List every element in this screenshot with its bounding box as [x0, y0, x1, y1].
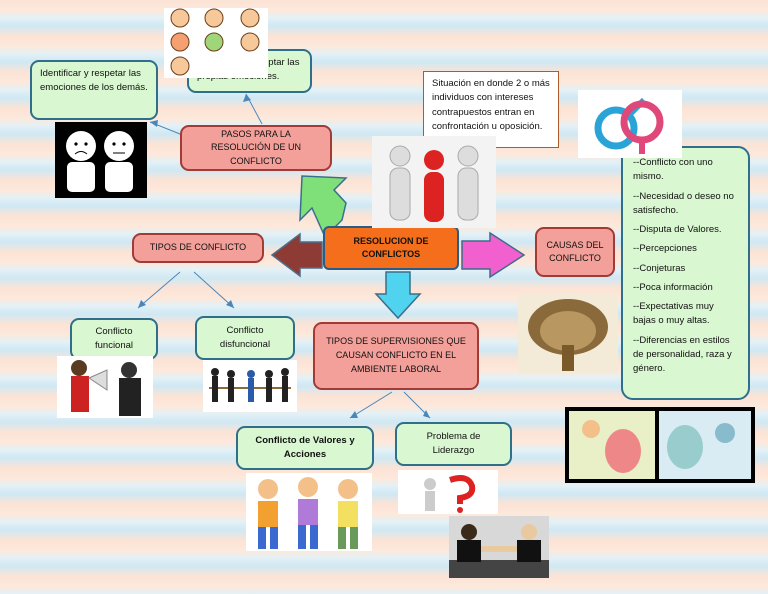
connector-types-dysfunctional: [193, 271, 235, 309]
arrow-pink-right: [461, 231, 526, 279]
worried-figures-image: [55, 122, 147, 198]
cause-item: --Necesidad o deseo no satisfecho.: [633, 190, 734, 216]
supervision-node: TIPOS DE SUPERVISIONES QUE CAUSAN CONFLI…: [313, 322, 479, 390]
central-title: RESOLUCION DE CONFLICTOS: [353, 235, 429, 260]
arrow-green-up-left: [299, 175, 348, 239]
connector-types-functional: [137, 271, 181, 309]
supervision-title: TIPOS DE SUPERVISIONES QUE CAUSAN CONFLI…: [326, 336, 466, 374]
causes-list-box: --Conflicto con uno mismo. --Necesidad o…: [621, 146, 750, 400]
cartoon-characters-image: [565, 407, 755, 483]
step-others-text: Identificar y respetar las emociones de …: [40, 68, 148, 94]
central-node: RESOLUCION DE CONFLICTOS: [323, 226, 459, 270]
steps-node: PASOS PARA LA RESOLUCIÓN DE UN CONFLICTO: [180, 125, 332, 171]
type-functional-box: Conflicto funcional: [70, 318, 158, 360]
question-figure-image: [398, 470, 498, 514]
megaphone-image: [57, 356, 153, 418]
supervision-values-box: Conflicto de Valores y Acciones: [236, 426, 374, 470]
causes-node: CAUSAS DEL CONFLICTO: [535, 227, 615, 277]
arrow-cyan-down: [374, 271, 422, 320]
types-node: TIPOS DE CONFLICTO: [132, 233, 264, 263]
emotion-faces-image: [164, 8, 268, 78]
supervision-values-text: Conflicto de Valores y Acciones: [255, 434, 355, 460]
definition-box: Situación en donde 2 o más individuos co…: [423, 71, 559, 148]
cause-item: --Poca información: [633, 281, 713, 293]
connector-supervision-values: [349, 391, 393, 419]
type-dysfunctional-box: Conflicto disfuncional: [195, 316, 295, 360]
causes-list: --Conflicto con uno mismo. --Necesidad o…: [633, 156, 738, 376]
step-others-box: Identificar y respetar las emociones de …: [30, 60, 158, 120]
cause-item: --Diferencias en estilos de personalidad…: [633, 334, 732, 375]
gender-symbols-image: [578, 90, 682, 158]
type-dysfunctional-text: Conflicto disfuncional: [219, 324, 271, 350]
types-title: TIPOS DE CONFLICTO: [149, 242, 247, 253]
cause-item: --Conflicto con uno mismo.: [633, 157, 713, 183]
arrow-red-left: [270, 232, 323, 278]
cause-item: --Conjeturas: [633, 262, 686, 274]
type-functional-text: Conflicto funcional: [94, 325, 134, 351]
supervision-leadership-text: Problema de Liderazgo: [426, 430, 481, 456]
cause-item: --Expectativas muy bajas o muy altas.: [633, 301, 714, 327]
steps-title: PASOS PARA LA RESOLUCIÓN DE UN CONFLICTO: [210, 128, 301, 166]
cause-item: --Disputa de Valores.: [633, 224, 722, 235]
tug-of-war-image: [203, 360, 297, 412]
tree-image: [518, 293, 618, 373]
conflict-figures-image: [372, 136, 496, 228]
kids-arguing-image: [246, 473, 372, 551]
cause-item: --Percepciones: [633, 243, 697, 255]
definition-text: Situación en donde 2 o más individuos co…: [432, 78, 550, 132]
causes-title: CAUSAS DEL CONFLICTO: [546, 239, 604, 264]
arm-wrestling-image: [449, 516, 549, 578]
supervision-leadership-box: Problema de Liderazgo: [395, 422, 512, 466]
